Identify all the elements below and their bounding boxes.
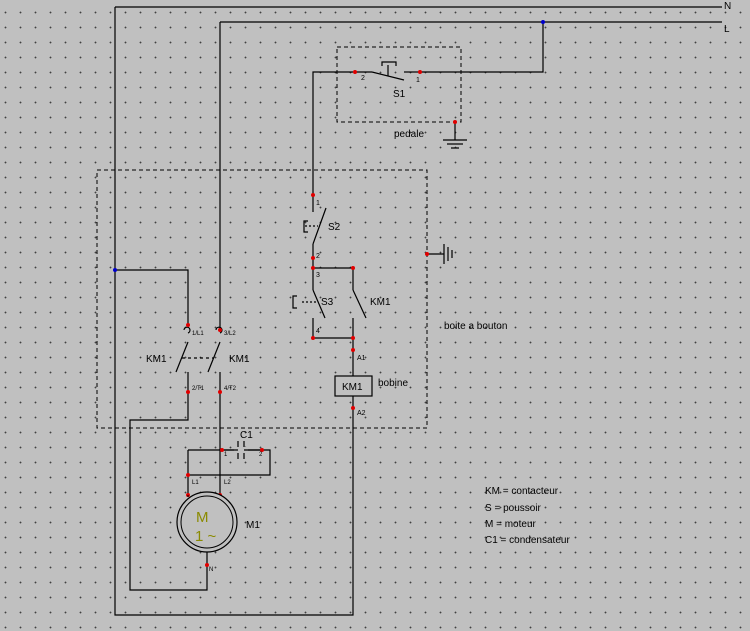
coil-caption: bobine <box>378 378 408 389</box>
contact-pin-2-label: 2/T1 <box>192 386 205 392</box>
contact-label-left: KM1 <box>146 354 167 365</box>
capacitor-loop-wire <box>188 449 271 476</box>
contact-pin-1-l1 <box>186 323 190 327</box>
legend-item: M = moteur <box>485 519 537 530</box>
ground-icon <box>443 139 467 149</box>
s3-pin-bottom <box>311 336 315 340</box>
s1-pin-left <box>353 70 357 74</box>
contact-pin-1-label: 1/L1 <box>192 331 204 337</box>
s2-pin-top-label: 1 <box>316 200 320 207</box>
coil-pin-a1 <box>351 348 355 352</box>
s3-pin-top <box>311 266 315 270</box>
s1-pin-right-label: 1 <box>416 77 420 84</box>
s3-pin-top-label: 3 <box>316 272 320 279</box>
hold-pin-bottom <box>351 336 355 340</box>
c1-pin-left <box>220 448 224 452</box>
contact-label-right: KM1 <box>229 354 250 365</box>
live-label: L <box>724 24 730 35</box>
pedal-to-s2-wire <box>312 71 353 195</box>
s2-pin-top <box>311 193 315 197</box>
coil-pin-a2-label: A2 <box>357 410 366 417</box>
neutral-return-wire <box>114 7 354 616</box>
box-label: boite a bouton <box>444 321 507 332</box>
s2-pin-bottom-label: 2 <box>316 253 320 260</box>
legend-item: C1 = condensateur <box>485 535 570 546</box>
s3-pin-bottom-label: 4 <box>316 328 320 335</box>
coil-label: KM1 <box>342 382 363 393</box>
wiring <box>114 7 544 616</box>
neutral-junction-node <box>113 268 117 272</box>
s2-pin-bottom <box>311 256 315 260</box>
s3-label: S3 <box>321 297 334 308</box>
c1-pin-left-label: 1 <box>224 452 228 458</box>
contact-pin-4-t2 <box>218 390 222 394</box>
motor-symbol-m: M <box>196 509 209 526</box>
motor-pin-l1-node <box>186 473 190 477</box>
pedal-box <box>336 46 462 123</box>
c1-label: C1 <box>240 430 253 441</box>
coil-pin-a1-label: A1 <box>357 355 366 362</box>
motor-symbol-phase: 1 ~ <box>195 528 217 545</box>
box-earth-pin <box>425 252 429 256</box>
live-junction-node <box>541 20 545 24</box>
holding-contact-label: KM1 <box>370 297 391 308</box>
stop-button-s2[interactable] <box>303 195 327 258</box>
power-contacts-km1 <box>175 326 223 392</box>
s2-label: S2 <box>328 222 341 233</box>
motor-label: M1 <box>246 520 260 531</box>
motor-pin-l2-label: L2 <box>224 480 231 486</box>
contact-pin-2-t1 <box>186 390 190 394</box>
contact-pin-3-label: 3/L2 <box>224 331 236 337</box>
s1-pin-right <box>418 70 422 74</box>
power-rails <box>115 6 722 23</box>
coil-pin-a2 <box>351 406 355 410</box>
neutral-to-contactor-wire <box>115 269 189 325</box>
hold-pin-top <box>351 266 355 270</box>
c1-pin-right <box>260 448 264 452</box>
legend-item: KM = contacteur <box>485 486 559 497</box>
contact-pin-4-label: 4/T2 <box>224 386 237 392</box>
neutral-label: N <box>724 1 731 12</box>
earth-icon <box>427 244 453 264</box>
start-button-s3[interactable] <box>292 289 326 319</box>
button-box <box>96 169 428 429</box>
contact-pin-3-l2 <box>218 328 222 332</box>
pedal-caption: pedale <box>394 129 424 140</box>
s1-pin-left-label: 2 <box>361 75 365 82</box>
coil-km1 <box>334 375 373 397</box>
motor-pin-n-label: N <box>209 567 213 573</box>
c1-pin-right-label: 2 <box>259 452 263 458</box>
motor-pin-l1-label: L1 <box>192 480 199 486</box>
legend: KM = contacteur S = poussoir M = moteur … <box>485 486 570 546</box>
holding-contact-km1 <box>352 289 367 319</box>
legend-item: S = poussoir <box>485 503 542 514</box>
motor-pin-n <box>205 563 209 567</box>
s1-label: S1 <box>393 89 406 100</box>
t1-to-motor-n-wire <box>129 392 208 591</box>
pedal-ground-pin <box>453 120 457 124</box>
pedal-switch-s1[interactable] <box>355 61 420 81</box>
